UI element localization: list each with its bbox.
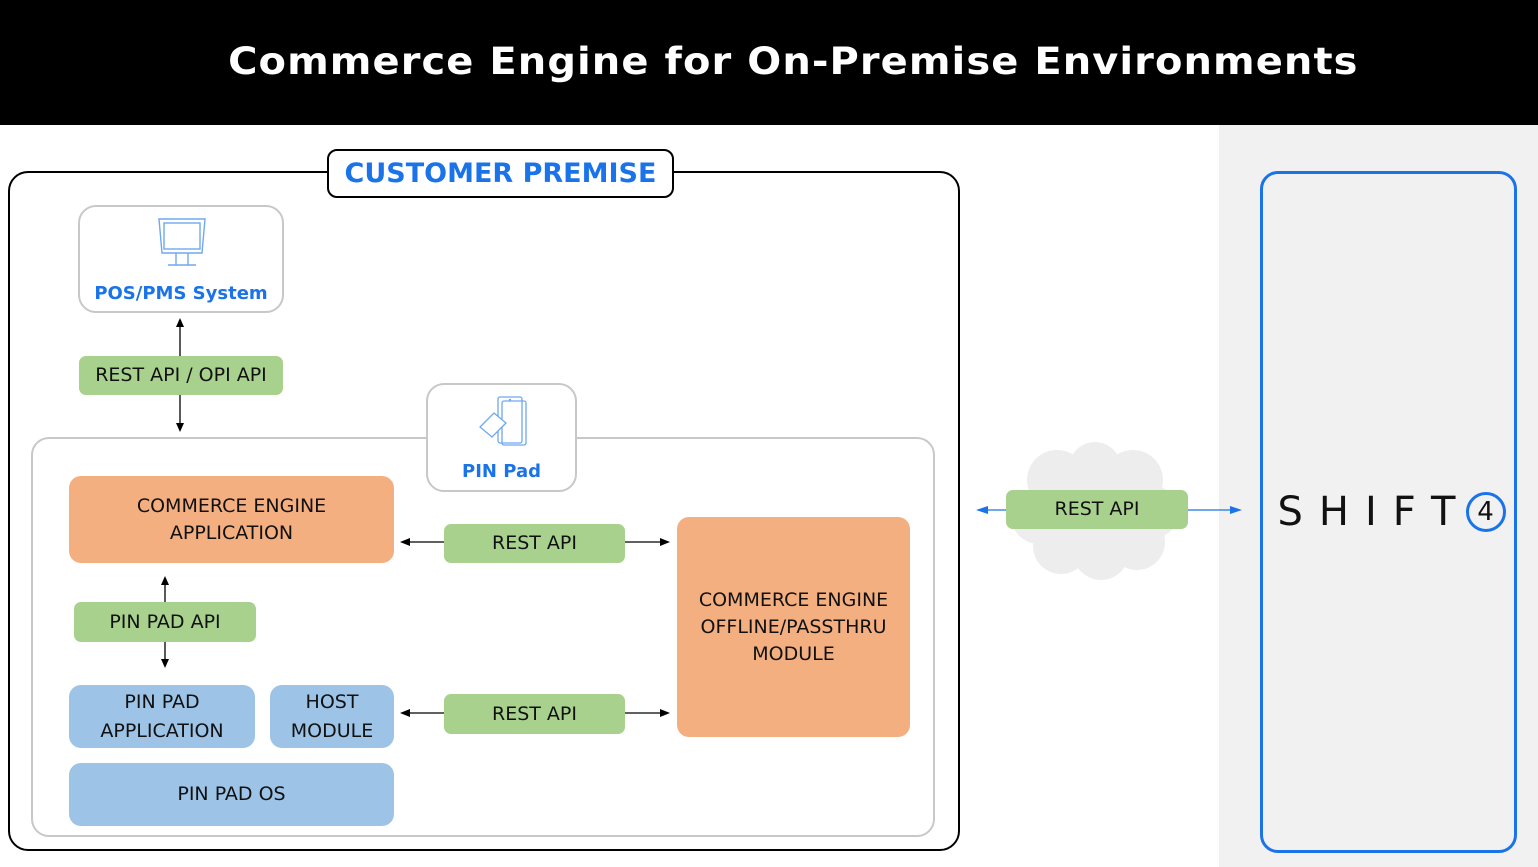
shift4-logo-digit: 4 [1465, 492, 1506, 532]
pin-pad-device-node: PIN Pad [426, 383, 577, 492]
ce-application-line1: COMMERCE ENGINE [136, 494, 327, 517]
shift4-node: SHIFT 4 [1260, 171, 1517, 853]
pin-pad-os-block: PIN PAD OS [69, 763, 394, 826]
pin-pad-application-line2: APPLICATION [100, 719, 224, 742]
pin-pad-application-line1: PIN PAD [124, 690, 200, 713]
host-module-block: HOST MODULE [270, 685, 394, 748]
host-module-line2: MODULE [290, 719, 374, 742]
shift4-logo: SHIFT 4 [1277, 489, 1506, 535]
offline-module-line2: OFFLINE/PASSTHRU [700, 615, 887, 638]
ce-application-line2: APPLICATION [169, 521, 294, 544]
shift4-logo-text: SHIFT [1277, 489, 1472, 535]
host-module-rest-api-label: REST API [444, 694, 625, 734]
offline-module-line1: COMMERCE ENGINE [698, 588, 889, 611]
header-bar: Commerce Engine for On-Premise Environme… [0, 0, 1538, 125]
rest-opi-api-label: REST API / OPI API [79, 356, 283, 395]
host-module-line1: HOST [305, 690, 359, 713]
app-module-rest-api-label: REST API [444, 524, 625, 563]
cloud-rest-api-label: REST API [1006, 490, 1188, 529]
customer-premise-label: CUSTOMER PREMISE [327, 149, 674, 198]
commerce-engine-application-block: COMMERCE ENGINE APPLICATION [69, 476, 394, 563]
pin-pad-device-label: PIN Pad [462, 461, 541, 482]
monitor-icon [158, 218, 206, 266]
card-reader-icon [479, 396, 527, 446]
offline-module-line3: MODULE [752, 642, 835, 665]
pin-pad-api-label: PIN PAD API [74, 602, 256, 642]
pin-pad-application-block: PIN PAD APPLICATION [69, 685, 255, 748]
pos-pms-system-node: POS/PMS System [78, 205, 284, 313]
page-title: Commerce Engine for On-Premise Environme… [227, 40, 1359, 83]
offline-passthru-module-block: COMMERCE ENGINE OFFLINE/PASSTHRU MODULE [677, 517, 910, 737]
pos-pms-system-label: POS/PMS System [94, 283, 268, 304]
